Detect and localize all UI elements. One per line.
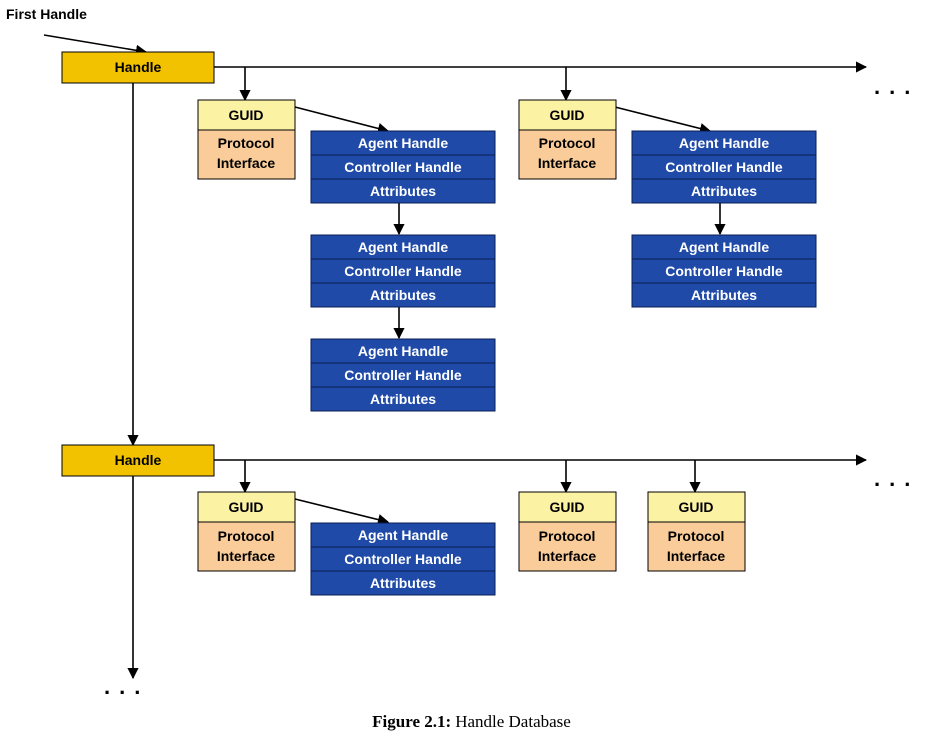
attributes-label: Attributes [370, 287, 436, 303]
interface-label: Interface [217, 155, 276, 171]
first-handle-label: First Handle [6, 6, 87, 22]
handle-label: Handle [115, 452, 162, 468]
protocol-label: Protocol [539, 528, 596, 544]
protocol-box: GUID Protocol Interface [197, 99, 296, 180]
open-info-box: Agent Handle Controller Handle Attribute… [310, 522, 496, 596]
figure-title: Handle Database [455, 712, 571, 731]
open-info-box: Agent Handle Controller Handle Attribute… [631, 130, 817, 204]
attributes-label: Attributes [370, 183, 436, 199]
figure-caption: Figure 2.1:Handle Database [0, 712, 943, 732]
controller-handle-label: Controller Handle [344, 159, 462, 175]
guid-label: GUID [679, 499, 714, 515]
agent-handle-label: Agent Handle [358, 135, 448, 151]
attributes-label: Attributes [370, 575, 436, 591]
ellipsis: ... [874, 466, 919, 491]
protocol-label: Protocol [218, 135, 275, 151]
agent-handle-label: Agent Handle [358, 343, 448, 359]
interface-label: Interface [538, 548, 597, 564]
controller-handle-label: Controller Handle [665, 159, 783, 175]
open-info-arrow [614, 106, 712, 134]
ellipsis: ... [104, 674, 149, 699]
open-info-box: Agent Handle Controller Handle Attribute… [310, 130, 496, 204]
guid-label: GUID [229, 107, 264, 123]
agent-handle-label: Agent Handle [358, 527, 448, 543]
attributes-label: Attributes [370, 391, 436, 407]
controller-handle-label: Controller Handle [344, 551, 462, 567]
guid-label: GUID [550, 107, 585, 123]
protocol-label: Protocol [539, 135, 596, 151]
figure-number: Figure 2.1: [372, 712, 452, 731]
controller-handle-label: Controller Handle [344, 367, 462, 383]
protocol-label: Protocol [218, 528, 275, 544]
handle-label: Handle [115, 59, 162, 75]
protocol-box: GUID Protocol Interface [518, 491, 617, 572]
interface-label: Interface [538, 155, 597, 171]
handle-box: Handle [61, 444, 215, 477]
protocol-box: GUID Protocol Interface [518, 99, 617, 180]
open-info-box: Agent Handle Controller Handle Attribute… [310, 234, 496, 308]
open-info-arrow [294, 106, 390, 134]
interface-label: Interface [667, 548, 726, 564]
agent-handle-label: Agent Handle [679, 135, 769, 151]
open-info-box: Agent Handle Controller Handle Attribute… [310, 338, 496, 412]
attributes-label: Attributes [691, 183, 757, 199]
controller-handle-label: Controller Handle [665, 263, 783, 279]
handle-box: Handle [61, 51, 215, 84]
first-handle-arrow [43, 34, 148, 56]
guid-label: GUID [229, 499, 264, 515]
agent-handle-label: Agent Handle [679, 239, 769, 255]
guid-label: GUID [550, 499, 585, 515]
protocol-box: GUID Protocol Interface [197, 491, 296, 572]
agent-handle-label: Agent Handle [358, 239, 448, 255]
controller-handle-label: Controller Handle [344, 263, 462, 279]
attributes-label: Attributes [691, 287, 757, 303]
protocol-label: Protocol [668, 528, 725, 544]
ellipsis: ... [874, 74, 919, 99]
protocol-box: GUID Protocol Interface [647, 491, 746, 572]
interface-label: Interface [217, 548, 276, 564]
open-info-box: Agent Handle Controller Handle Attribute… [631, 234, 817, 308]
open-info-arrow [294, 498, 390, 526]
